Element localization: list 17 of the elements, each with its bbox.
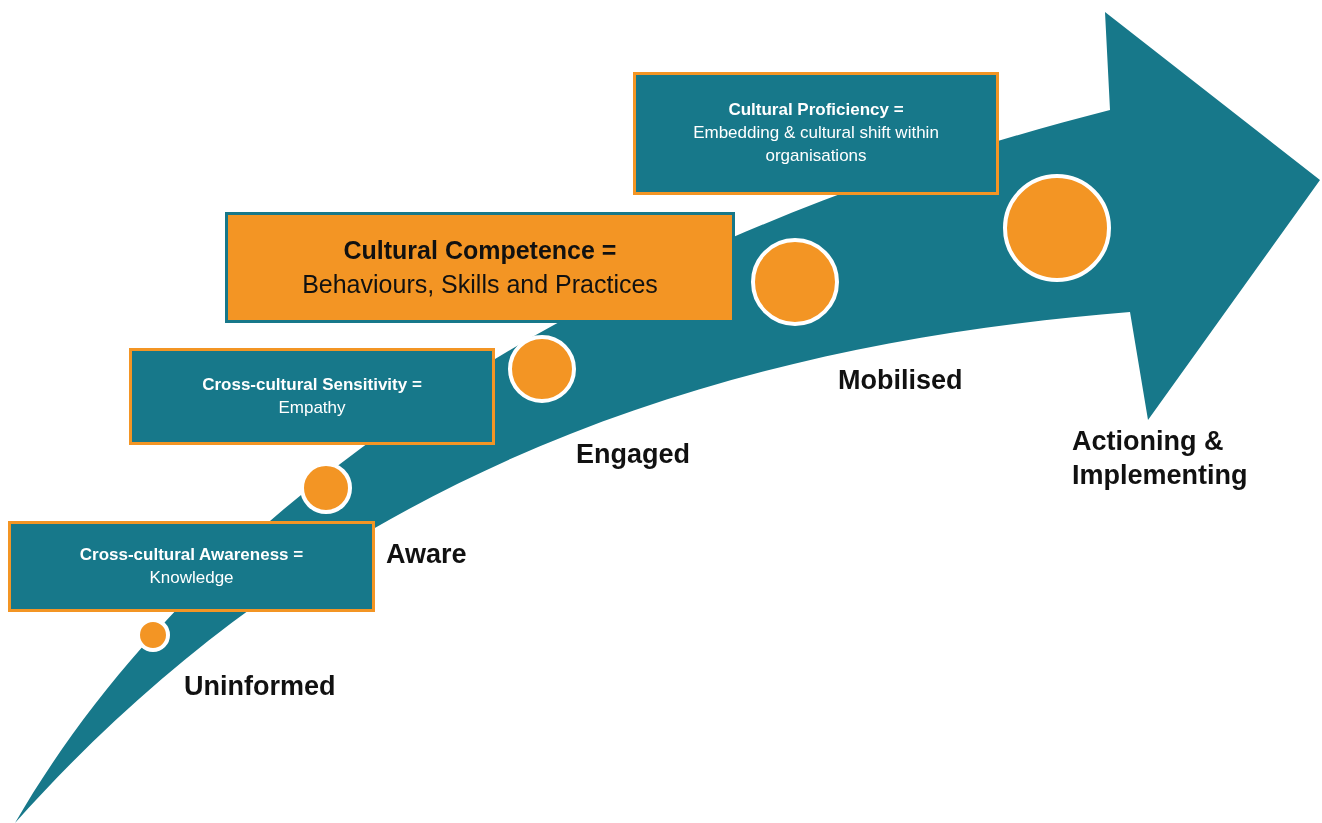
stage-box (633, 72, 999, 195)
stage-title: Cross-cultural Sensitivity = (202, 373, 422, 396)
stage-description: Behaviours, Skills and Practices (302, 268, 658, 300)
stage-title: Cultural Proficiency = (728, 99, 904, 122)
stage-label: Aware (386, 538, 468, 571)
stage-box (225, 212, 735, 323)
stage-box (129, 348, 495, 445)
stage-description: Empathy (278, 396, 346, 419)
stage-label: Mobilised (838, 364, 964, 397)
stage-title: Cross-cultural Awareness = (79, 543, 304, 566)
stage-title: Cultural Competence = (343, 234, 617, 266)
stage-label: Engaged (576, 438, 691, 471)
stage-label: Uninformed (184, 670, 337, 703)
stage-description: Knowledge (149, 566, 234, 589)
stage-box (8, 521, 375, 612)
stage-description: Embedding & cultural shift within organisations (692, 122, 940, 167)
stage-label: Actioning & Implementing (1072, 425, 1249, 492)
